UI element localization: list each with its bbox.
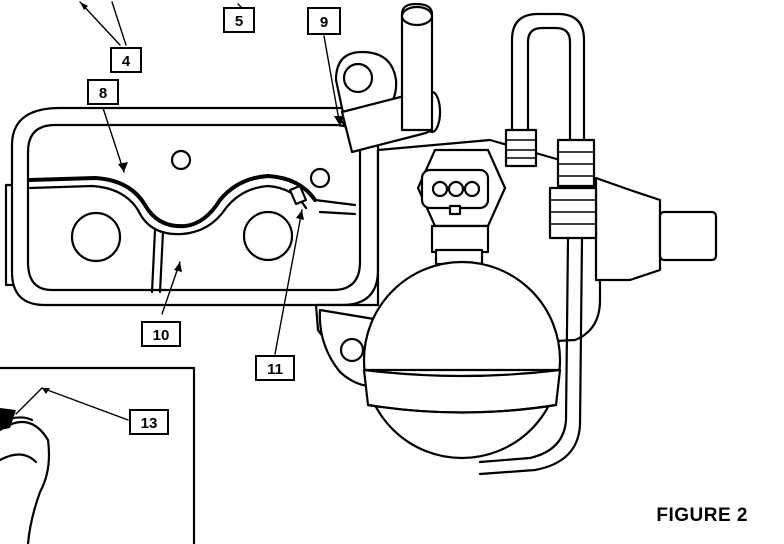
callout-4: 4 [110,47,142,73]
accumulator-sphere [362,260,562,460]
callout-4-label: 4 [122,53,131,70]
callout-11-label: 11 [267,361,283,378]
mounting-plate [4,106,380,307]
inset-panel [0,366,196,544]
callout-13: 13 [129,409,169,435]
figure-label: FIGURE 2 [656,505,748,526]
callout-10: 10 [141,321,181,347]
callout-11: 11 [255,355,295,381]
u-tube [504,12,596,188]
callout-9: 9 [307,7,341,35]
callout-8: 8 [87,79,119,105]
electrical-connector [416,148,507,266]
callout-5: 5 [223,7,255,33]
callout-10-label: 10 [153,327,170,344]
leader-lines-4 [79,1,127,46]
vertical-hose-left [400,2,434,132]
callout-8-label: 8 [99,85,107,102]
right-fitting [478,176,718,476]
callout-13-label: 13 [141,415,158,432]
callout-9-label: 9 [320,14,328,31]
callout-5-label: 5 [235,13,243,30]
